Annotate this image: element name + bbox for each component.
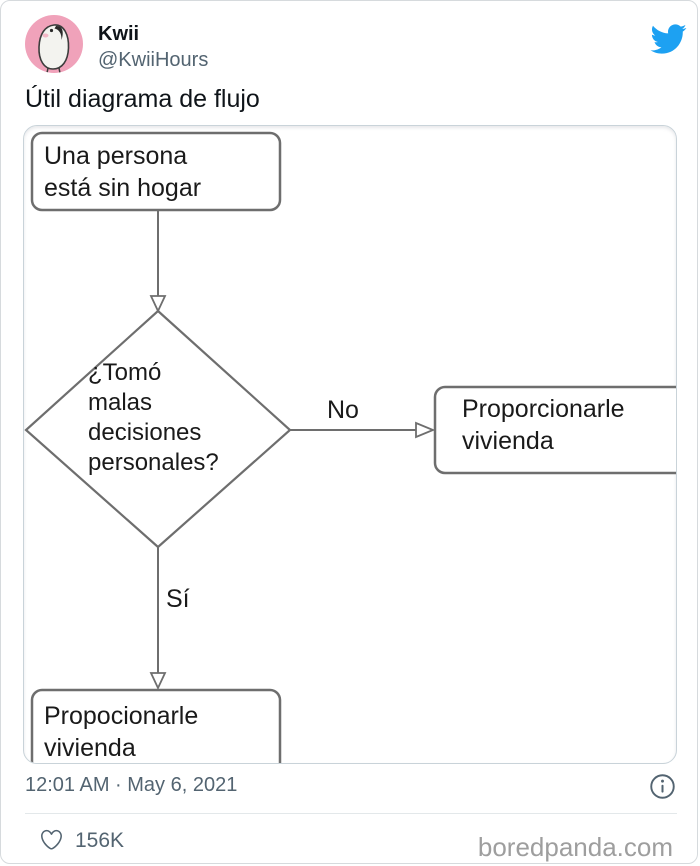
source-watermark: boredpanda.com [477, 832, 673, 862]
tweet-body-text: Útil diagrama de flujo [25, 85, 260, 113]
author-handle[interactable]: @KwiiHours [98, 49, 209, 71]
yes-branch-label: Sí [166, 585, 190, 613]
no-result-box [433, 385, 676, 475]
info-icon[interactable] [649, 773, 676, 800]
yes-result-box [30, 688, 282, 763]
start-box [30, 131, 282, 212]
flowchart-image: Una persona está sin hogar ¿Tomó malas d… [23, 125, 677, 764]
arrowhead-down-2 [149, 672, 167, 691]
yes-result-text: Propocionarle vivienda [44, 702, 199, 762]
arrowhead-down-1 [149, 295, 167, 314]
avatar[interactable] [25, 15, 83, 73]
like-count[interactable]: 156K [75, 829, 125, 852]
author-name[interactable]: Kwii [98, 23, 140, 45]
flowchart-shapes [24, 131, 676, 763]
no-result-text: Proporcionarle vivienda [462, 395, 625, 455]
start-box-text: Una persona está sin hogar [44, 142, 202, 202]
kiwi-bird-illustration [38, 24, 70, 73]
decision-text: ¿Tomó malas decisiones personales? [88, 359, 219, 476]
heart-icon[interactable] [39, 827, 64, 852]
arrowhead-right [415, 421, 436, 439]
twitter-logo-icon[interactable] [649, 23, 687, 55]
timestamp[interactable]: 12:01 AM · May 6, 2021 [25, 774, 238, 796]
no-branch-label: No [327, 396, 359, 424]
divider [25, 813, 677, 814]
